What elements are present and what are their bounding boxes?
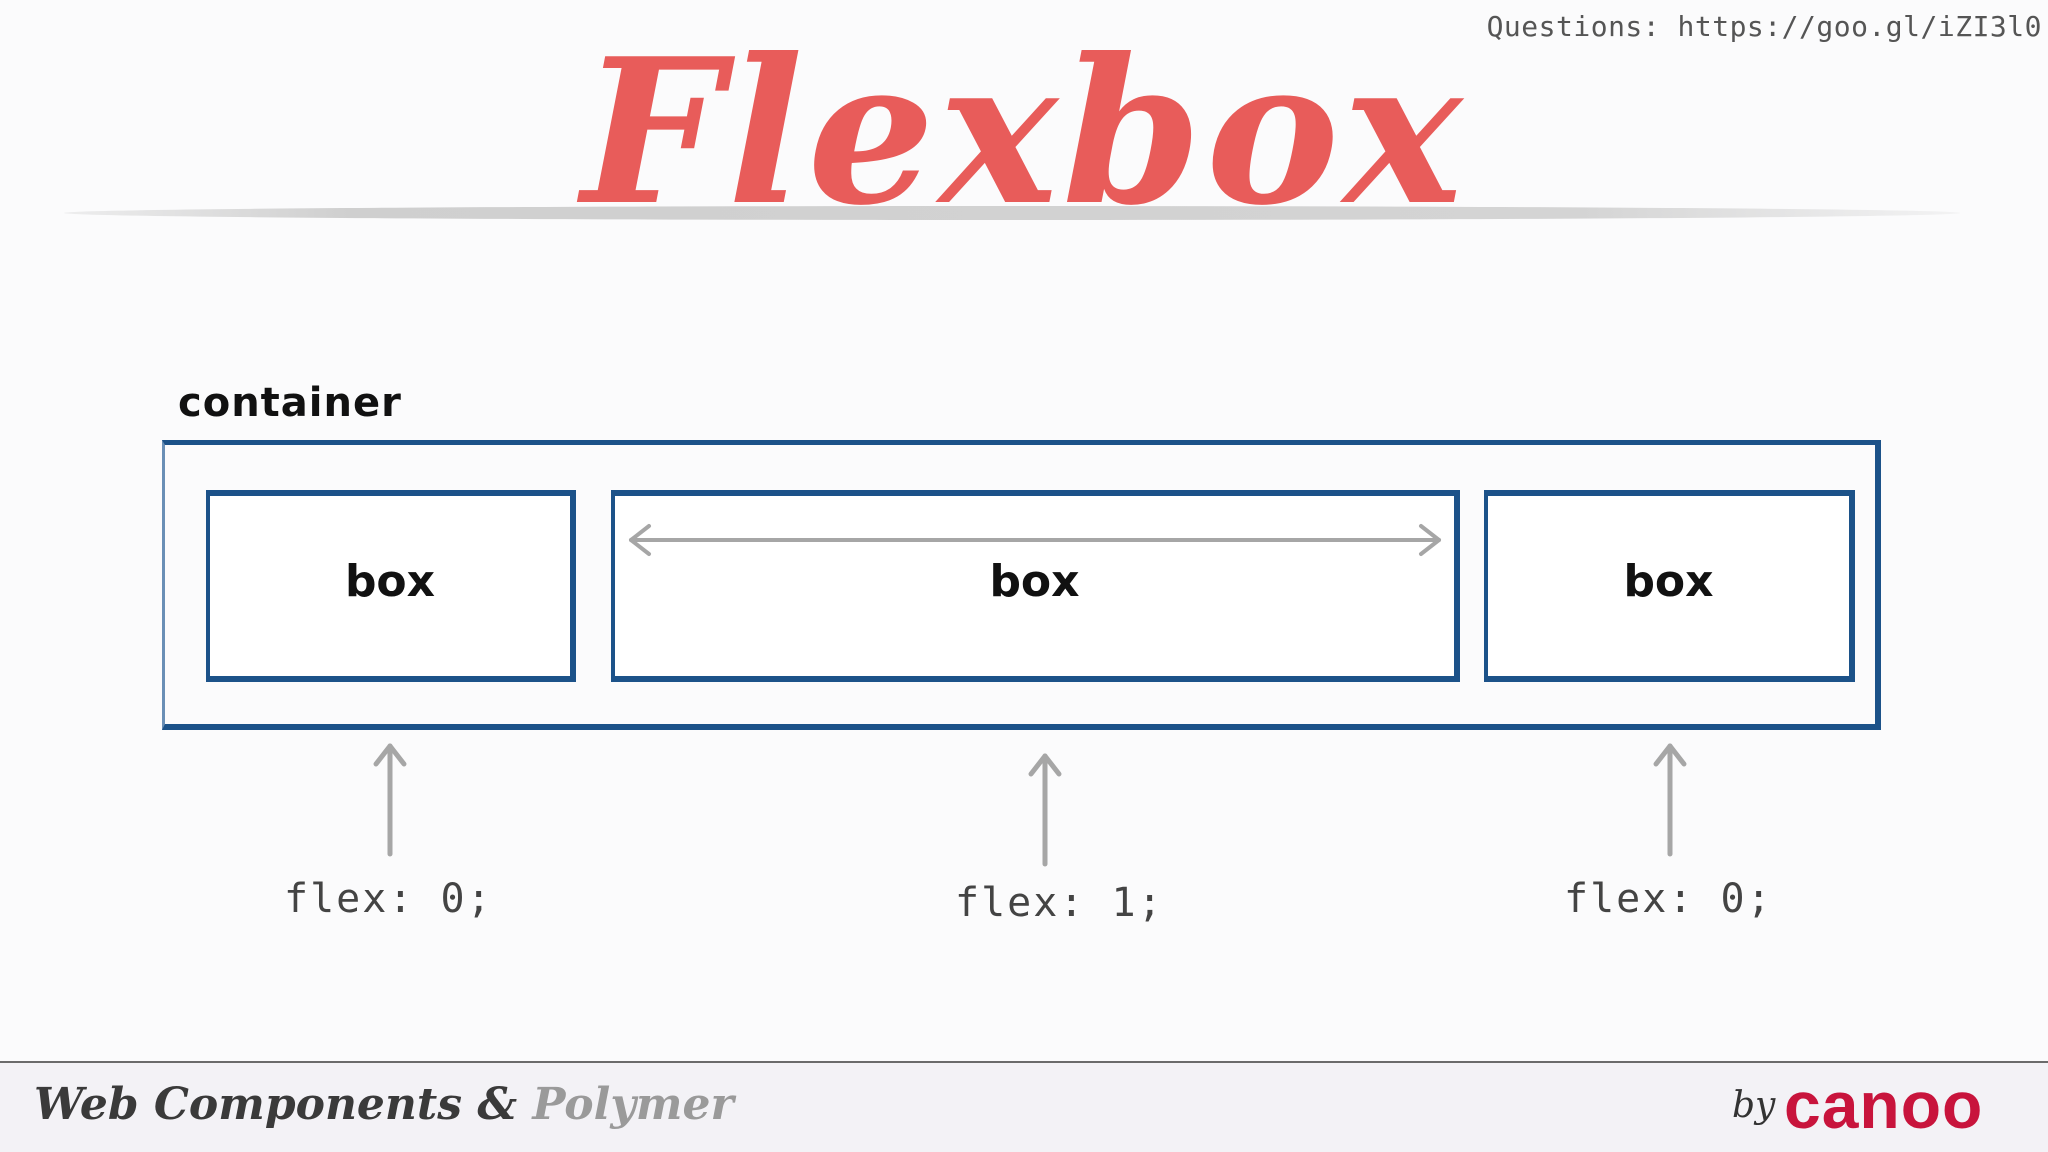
- canoo-logo: canoo: [1784, 1068, 1984, 1142]
- box-label-1: box: [344, 555, 436, 607]
- flex-value-label-1: flex: 0;: [284, 876, 493, 922]
- footer-title-part1: Web Components &: [34, 1079, 533, 1130]
- stretch-double-arrow-icon: [629, 524, 1441, 556]
- flex-container-box: [162, 440, 1881, 730]
- slide-title: Flexbox: [581, 15, 1467, 250]
- footer-bar: Web Components & Polymer by canoo: [0, 1061, 2048, 1152]
- box-label-2: box: [989, 555, 1080, 607]
- container-label: container: [178, 380, 402, 426]
- flex-item-box-3: box: [1484, 490, 1855, 682]
- up-arrow-icon-1: [373, 743, 407, 857]
- up-arrow-icon-2: [1028, 753, 1062, 867]
- flex-value-label-3: flex: 0;: [1564, 876, 1773, 922]
- up-arrow-icon-3: [1653, 743, 1687, 857]
- box-label-3: box: [1623, 555, 1714, 607]
- title-underline: [64, 206, 1960, 220]
- flex-value-label-2: flex: 1;: [955, 880, 1164, 926]
- questions-link-text: Questions: https://goo.gl/iZI3l0: [1486, 10, 2042, 43]
- footer-by-text: by: [1732, 1085, 1776, 1126]
- flex-item-box-1: box: [206, 490, 576, 682]
- footer-title-part2: Polymer: [532, 1079, 734, 1130]
- flex-item-box-2: box: [611, 490, 1460, 682]
- footer-course-title: Web Components & Polymer: [34, 1079, 734, 1130]
